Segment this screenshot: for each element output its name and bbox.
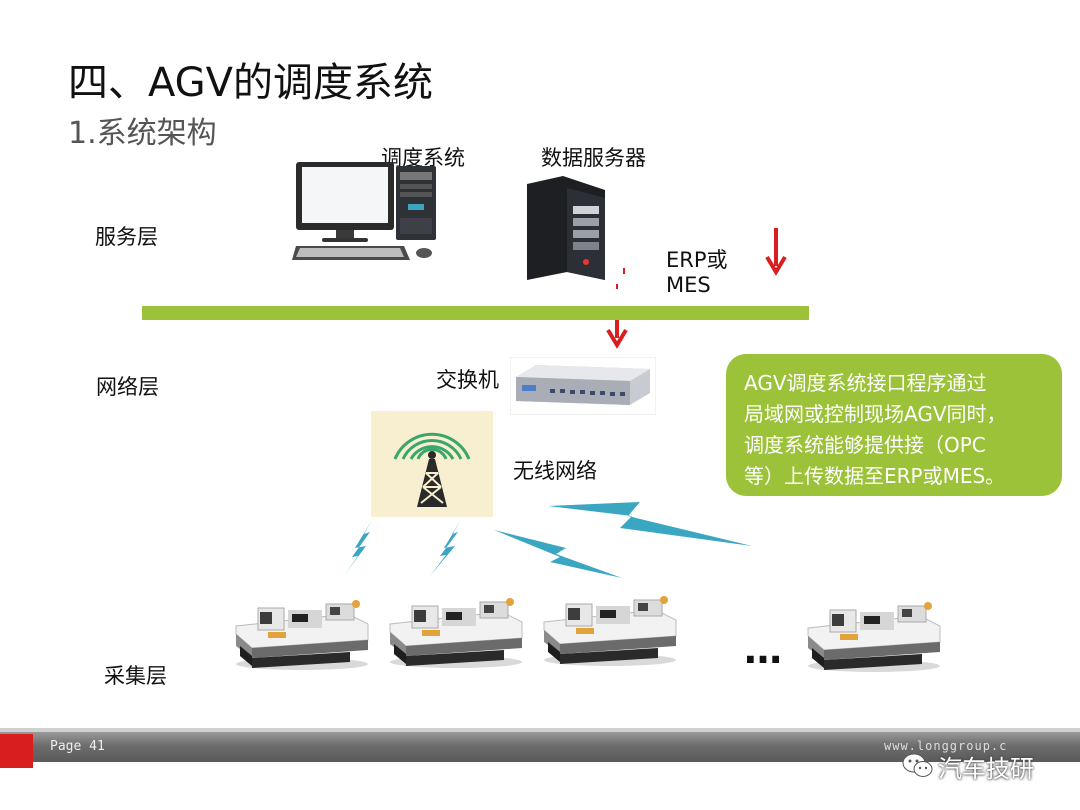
lightning-icon (548, 502, 752, 546)
network-switch-icon (510, 357, 656, 415)
lightning-icon (494, 530, 622, 578)
desktop-computer-icon (292, 162, 436, 260)
arrow-bus-to-switch (606, 268, 628, 349)
more-agvs-ellipsis: … (744, 628, 784, 672)
layer-label-collection: 采集层 (104, 664, 167, 688)
wireless-tower-icon (371, 411, 493, 517)
agv-vehicle-icon (807, 601, 941, 673)
slide-subtitle: 1.系统架构 (68, 116, 217, 151)
agv-vehicle-icon (389, 597, 523, 669)
callout-line: 调度系统能够提供接（OPC (744, 433, 986, 457)
layer-label-service: 服务层 (95, 225, 158, 249)
footer-url: www.longgroup.c (884, 739, 1008, 753)
page-number: Page 41 (50, 739, 105, 754)
network-bus-line (142, 306, 809, 320)
description-callout: AGV调度系统接口程序通过 局域网或控制现场AGV同时， 调度系统能够提供接（O… (726, 354, 1062, 496)
footer-highlight (0, 728, 1080, 732)
callout-line: 局域网或控制现场AGV同时， (744, 402, 1007, 426)
wechat-icon (902, 753, 933, 777)
agv-vehicle-icon (543, 595, 677, 667)
watermark-text: 汽车技研 (938, 755, 1034, 783)
label-data-server: 数据服务器 (541, 146, 646, 170)
agv-vehicle-icon (235, 599, 369, 671)
slide-title: 四、AGV的调度系统 (68, 60, 434, 106)
arrow-to-erp-mes (765, 228, 787, 276)
data-server-icon (527, 176, 605, 280)
label-erp-mes-line2: MES (666, 273, 711, 297)
lightning-icon (343, 520, 372, 577)
label-erp-mes-line1: ERP或 (666, 248, 728, 272)
label-wireless: 无线网络 (513, 459, 597, 483)
footer-accent-square (0, 734, 33, 768)
lightning-icon (430, 520, 461, 576)
callout-line: 等）上传数据至ERP或MES。 (744, 464, 1006, 488)
footer-bar (0, 732, 1080, 762)
label-switch: 交换机 (436, 368, 499, 392)
callout-line: AGV调度系统接口程序通过 (744, 371, 987, 395)
layer-label-network: 网络层 (96, 375, 159, 399)
